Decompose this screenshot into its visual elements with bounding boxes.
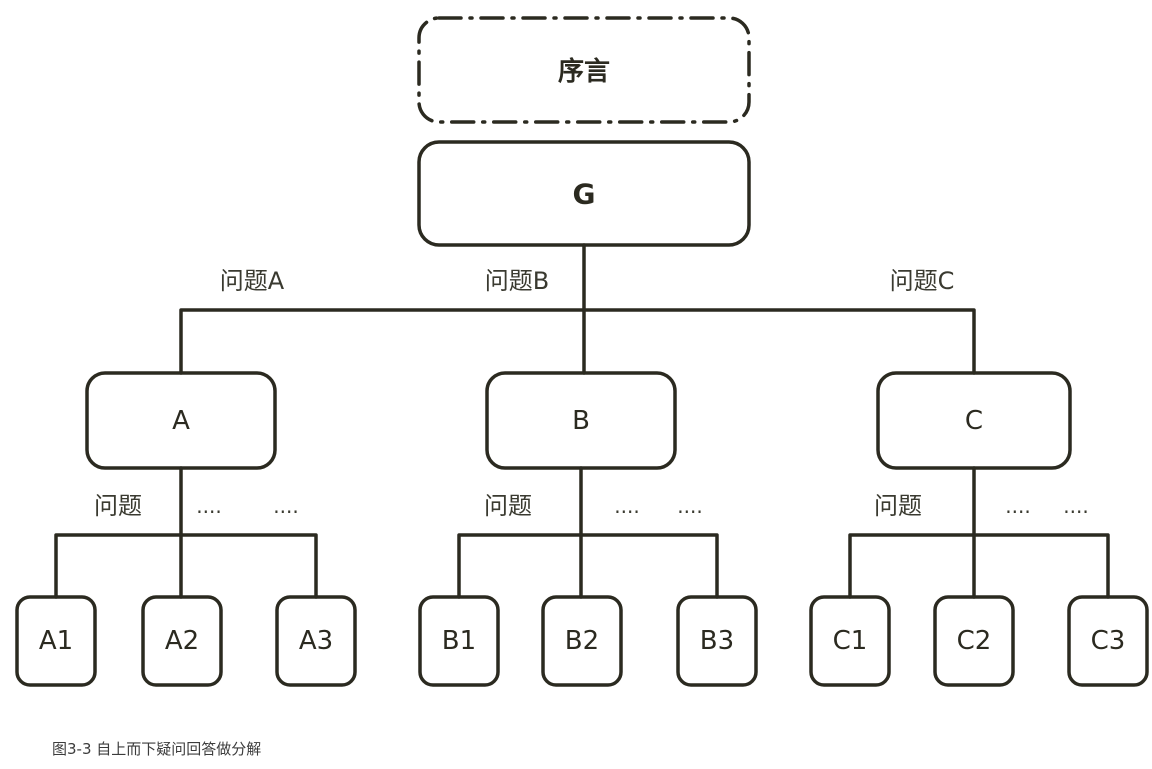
b3-box: [676, 595, 758, 687]
edge-label-c-question: 问题: [874, 492, 922, 520]
preface-label: 序言: [558, 56, 610, 87]
a3-box: [275, 595, 357, 687]
connector-c-to-leaves: [848, 466, 1110, 599]
c1-box: [809, 595, 891, 687]
b-label: B: [572, 406, 590, 436]
g-label: G: [573, 178, 596, 211]
b1-box: [418, 595, 500, 687]
a1-label: A1: [39, 626, 73, 656]
edge-label-a-dots-2: ....: [273, 494, 298, 518]
a-label: A: [172, 406, 190, 436]
connector-b-to-leaves: [457, 466, 719, 599]
edge-label-a-dots-1: ....: [196, 494, 221, 518]
c3-box: [1067, 595, 1149, 687]
a3-label: A3: [299, 626, 333, 656]
edge-label-a-question: 问题: [94, 492, 142, 520]
edge-label-question-b: 问题B: [485, 267, 549, 295]
a2-box: [141, 595, 223, 687]
b2-box: [541, 595, 623, 687]
edge-label-c-dots-2: ....: [1063, 494, 1088, 518]
c3-label: C3: [1091, 626, 1126, 656]
b3-label: B3: [700, 626, 734, 656]
a2-label: A2: [165, 626, 199, 656]
a1-box: [15, 595, 97, 687]
edge-label-question-a: 问题A: [220, 267, 285, 295]
connector-a-to-leaves: [54, 466, 318, 599]
c2-box: [933, 595, 1015, 687]
figure-caption: 图3-3 自上而下疑问回答做分解: [52, 740, 262, 758]
connector-g-to-abc: [179, 243, 976, 375]
preface-box: [417, 16, 751, 124]
edge-label-b-dots-1: ....: [614, 494, 639, 518]
c2-label: C2: [957, 626, 992, 656]
c1-label: C1: [833, 626, 868, 656]
b1-label: B1: [442, 626, 476, 656]
edge-label-b-question: 问题: [484, 492, 532, 520]
c-label: C: [965, 406, 983, 436]
edge-label-question-c: 问题C: [890, 267, 955, 295]
edge-label-c-dots-1: ....: [1005, 494, 1030, 518]
b2-label: B2: [565, 626, 599, 656]
edge-label-b-dots-2: ....: [677, 494, 702, 518]
